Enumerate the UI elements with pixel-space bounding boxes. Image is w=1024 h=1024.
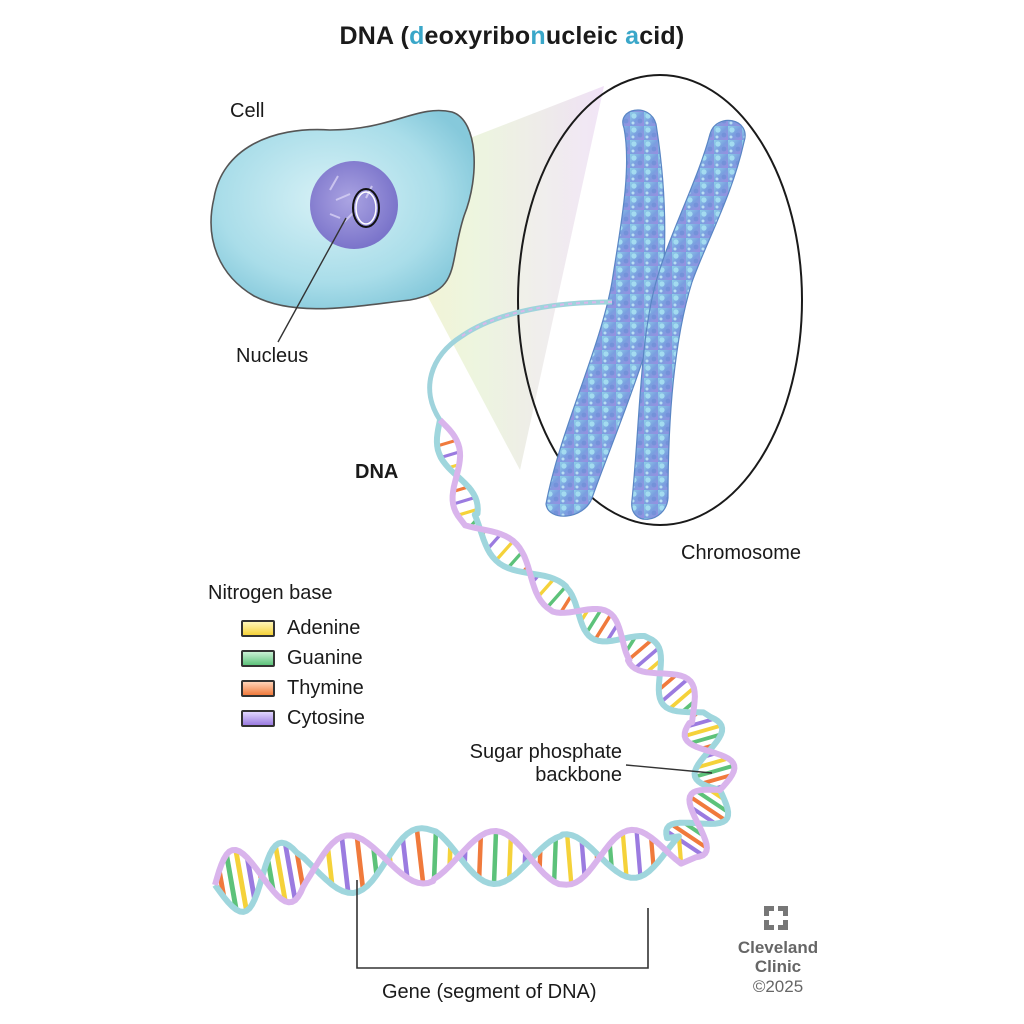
cell-label: Cell <box>230 100 265 122</box>
base-pair <box>456 507 480 517</box>
base-pair <box>451 495 477 506</box>
base-pair <box>354 834 366 892</box>
base-pair <box>699 772 735 786</box>
title-part3: cid) <box>639 22 685 50</box>
cleveland-clinic-logo-icon <box>764 906 788 930</box>
base-pair <box>282 840 298 903</box>
title-prefix: DNA ( <box>339 22 410 50</box>
base-pair <box>536 577 556 599</box>
guanine-swatch <box>241 649 275 667</box>
legend-item-adenine: Adenine <box>241 613 365 643</box>
sugar-phosphate-line2: backbone <box>535 764 622 786</box>
dna-label: DNA <box>355 461 399 483</box>
sugar-phosphate-strand <box>212 417 738 906</box>
base-pair <box>491 828 499 887</box>
adenine-swatch <box>241 619 275 637</box>
base-pair <box>431 829 439 882</box>
gene-label: Gene (segment of DNA) <box>382 981 597 1003</box>
legend-label: Cytosine <box>287 706 365 729</box>
base-pair <box>694 788 731 815</box>
sugar-phosphate-label: Sugar phosphate backbone <box>448 741 622 787</box>
nitrogen-base-legend: Nitrogen base Adenine Guanine Thymine Cy… <box>208 582 365 733</box>
base-pair <box>564 832 574 887</box>
base-pair <box>233 847 249 914</box>
cleveland-clinic-brand: Cleveland Clinic ©2025 <box>728 904 828 998</box>
base-pair <box>224 852 239 913</box>
base-pair <box>294 850 306 890</box>
nucleus-highlight-ring <box>352 188 380 228</box>
title-letter-a: a <box>625 22 640 50</box>
base-pair <box>414 826 426 886</box>
legend-title: Nitrogen base <box>208 582 333 604</box>
sugar-phosphate-leader <box>625 764 713 774</box>
title-letter-d: d <box>409 22 425 50</box>
base-pair <box>593 612 613 642</box>
base-pair <box>693 763 737 779</box>
nucleus-chromosomes <box>329 175 373 223</box>
legend-label: Thymine <box>287 676 364 699</box>
legend-label: Guanine <box>287 646 363 669</box>
base-pair <box>244 855 258 902</box>
base-pair <box>620 830 629 879</box>
base-pair <box>400 835 410 881</box>
legend-item-guanine: Guanine <box>241 643 365 673</box>
dna-helix <box>212 417 738 915</box>
base-pair <box>648 835 656 870</box>
base-pair <box>485 532 503 551</box>
base-pair <box>659 677 690 704</box>
gene-bracket <box>356 880 649 969</box>
base-pair <box>626 637 654 663</box>
base-pair <box>633 645 661 671</box>
base-pair <box>439 450 462 460</box>
brand-line1: Cleveland <box>737 938 819 957</box>
legend-label: Adenine <box>287 616 361 639</box>
base-pair <box>545 584 568 610</box>
nucleus-leader <box>277 217 347 343</box>
base-pair <box>551 835 559 884</box>
legend-item-thymine: Thymine <box>241 673 365 703</box>
page-title: DNA (deoxyribonucleic acid) <box>0 22 1024 51</box>
title-part1: eoxyribo <box>424 22 531 50</box>
brand-copyright: ©2025 <box>752 977 804 996</box>
base-pair <box>339 834 351 896</box>
base-pair <box>579 838 587 879</box>
chromosome <box>545 109 746 520</box>
chromosome-label: Chromosome <box>681 542 802 564</box>
base-pair <box>634 828 643 879</box>
base-pair <box>584 607 603 635</box>
title-letter-n: n <box>530 22 546 50</box>
base-pair <box>476 833 484 881</box>
base-pair <box>676 834 684 866</box>
base-pair <box>506 550 524 570</box>
base-pair <box>506 834 514 882</box>
title-part2: ucleic <box>545 22 626 50</box>
base-pair <box>694 756 731 770</box>
base-pair <box>371 845 379 878</box>
base-pair <box>682 723 724 738</box>
base-pair <box>667 686 696 711</box>
base-pair <box>669 822 709 851</box>
base-pair <box>435 438 459 448</box>
nucleus-label: Nucleus <box>236 345 309 367</box>
base-pair <box>494 539 515 563</box>
legend-item-cytosine: Cytosine <box>241 703 365 733</box>
base-pair <box>273 843 288 904</box>
base-pair <box>687 794 728 823</box>
brand-line2: Clinic <box>754 957 802 976</box>
base-pair <box>687 732 723 746</box>
sugar-phosphate-line1: Sugar phosphate <box>469 741 622 763</box>
base-pair <box>325 845 335 888</box>
cytosine-swatch <box>241 709 275 727</box>
thymine-swatch <box>241 679 275 697</box>
